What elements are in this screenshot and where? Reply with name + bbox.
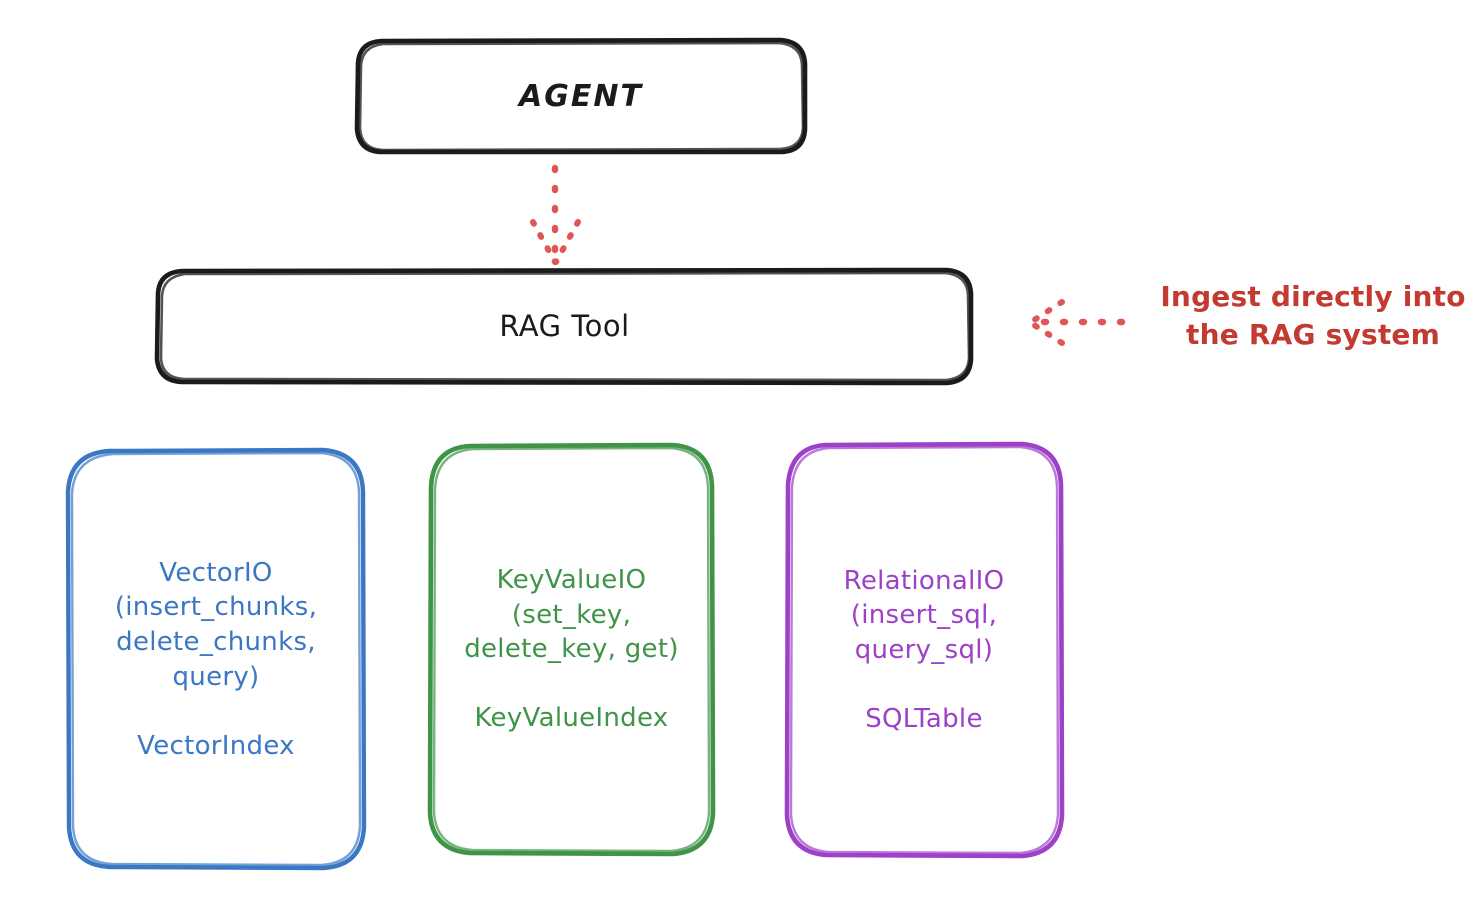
node-relational-io[interactable]: RelationalIO (insert_sql, query_sql) SQL… — [787, 444, 1061, 856]
key-value-io-box-outline — [427, 442, 716, 857]
node-vector-io-label: VectorIO (insert_chunks, delete_chunks, … — [114, 557, 318, 761]
node-vector-io[interactable]: VectorIO (insert_chunks, delete_chunks, … — [68, 450, 364, 869]
node-key-value-io-label: KeyValueIO (set_key, delete_key, get) Ke… — [464, 565, 679, 734]
node-agent[interactable]: AGENT — [357, 40, 805, 153]
node-rag-tool-label: RAG Tool — [499, 308, 630, 343]
ingest-annotation-text: Ingest directly into the RAG system — [1160, 280, 1466, 351]
node-relational-io-label: RelationalIO (insert_sql, query_sql) SQL… — [843, 565, 1005, 734]
node-key-value-io[interactable]: KeyValueIO (set_key, delete_key, get) Ke… — [430, 445, 713, 854]
relational-io-box-outline — [784, 441, 1065, 859]
vector-io-box-outline — [65, 447, 367, 871]
node-agent-label: AGENT — [519, 79, 643, 114]
ingest-arrow — [1028, 299, 1126, 346]
agent-box-outline — [354, 37, 808, 155]
node-rag-tool[interactable]: RAG Tool — [157, 270, 972, 383]
agent-to-rag-arrow — [530, 164, 581, 266]
rag-tool-box-outline — [154, 267, 974, 386]
